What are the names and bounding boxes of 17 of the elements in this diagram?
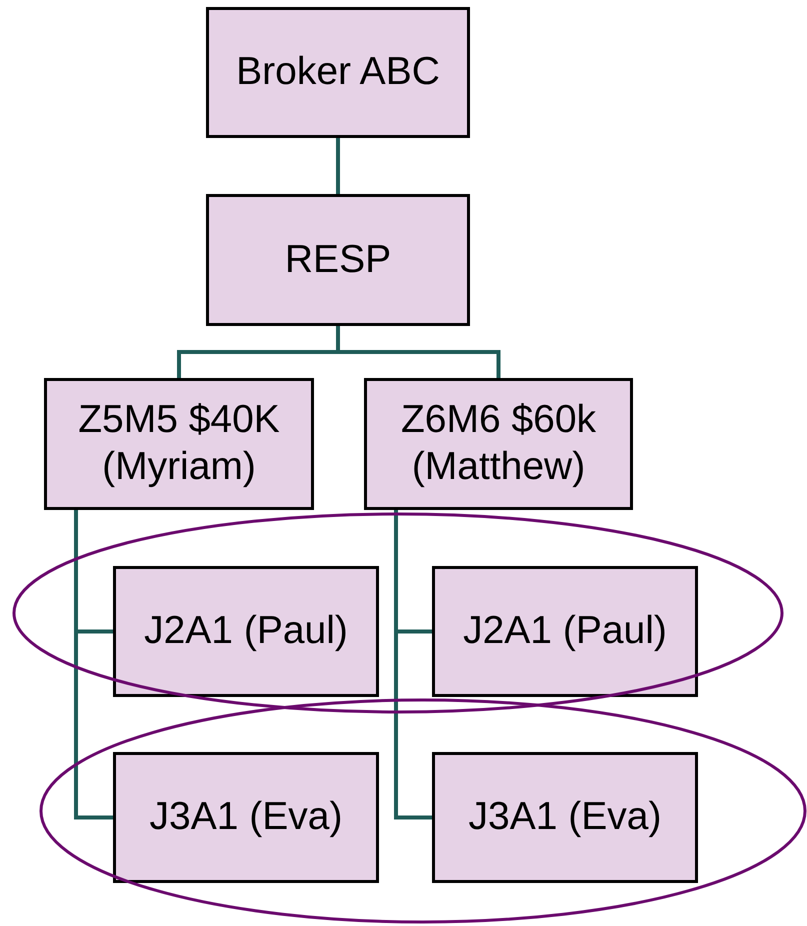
box-label: J2A1 (Paul) [462, 608, 668, 654]
box-label: J2A1 (Paul) [143, 608, 349, 654]
org-box [206, 7, 470, 138]
box-label: Broker ABC [235, 49, 441, 96]
org-box [432, 566, 698, 697]
org-box [113, 752, 379, 883]
box-label: J3A1 (Eva) [468, 794, 662, 840]
org-box [364, 378, 633, 510]
box-label: RESP [284, 236, 392, 283]
connector-line [336, 138, 340, 194]
box-label: Z6M6 $60k (Matthew) [400, 397, 598, 490]
box-label: Z5M5 $40K (Myriam) [77, 397, 281, 490]
org-box [44, 378, 314, 510]
org-box [432, 752, 698, 883]
box-label: J3A1 (Eva) [148, 794, 344, 840]
org-box [113, 566, 379, 697]
org-box [206, 194, 470, 326]
